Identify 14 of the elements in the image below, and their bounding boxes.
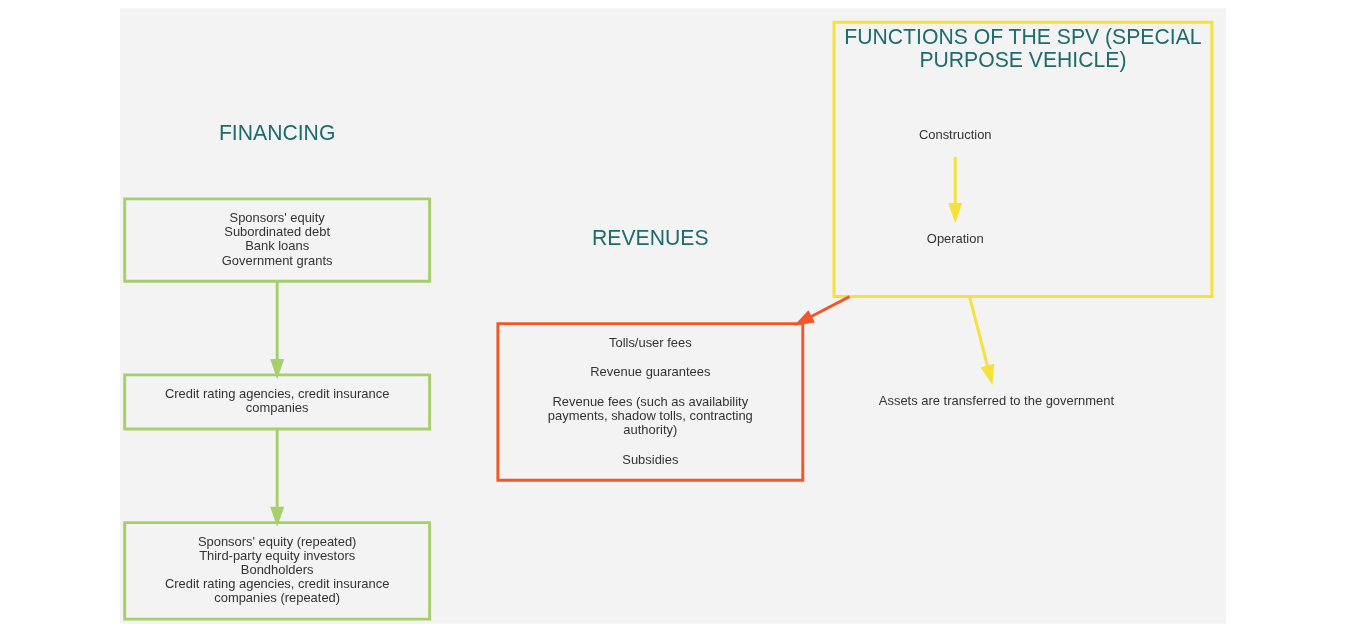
node-text: Construction bbox=[918, 126, 992, 142]
node-text: Assets are transferred to the government bbox=[878, 393, 1115, 409]
node-box: Credit rating agencies, credit insurance companies bbox=[123, 373, 432, 431]
node-box: Tolls/user fees Revenue guarantees Revenue fees (such as availability payments, shadow tolls, contracting authority) Subsidies bbox=[496, 322, 805, 482]
label: REVENUES bbox=[592, 226, 709, 250]
arrow bbox=[793, 295, 851, 326]
arrow bbox=[270, 281, 285, 379]
node-box: Sponsors' equity (repeated) Third-party equity investors Bondholders Credit rating agencies, credit insurance companies (repeated) bbox=[123, 521, 432, 621]
node-text: Operation bbox=[926, 231, 984, 247]
arrow bbox=[968, 296, 995, 386]
arrow bbox=[270, 429, 285, 527]
label: FINANCING bbox=[218, 121, 336, 145]
node-box: Sponsors' equity Subordinated debt Bank loans Government grants bbox=[123, 197, 432, 283]
arrow bbox=[948, 156, 963, 224]
